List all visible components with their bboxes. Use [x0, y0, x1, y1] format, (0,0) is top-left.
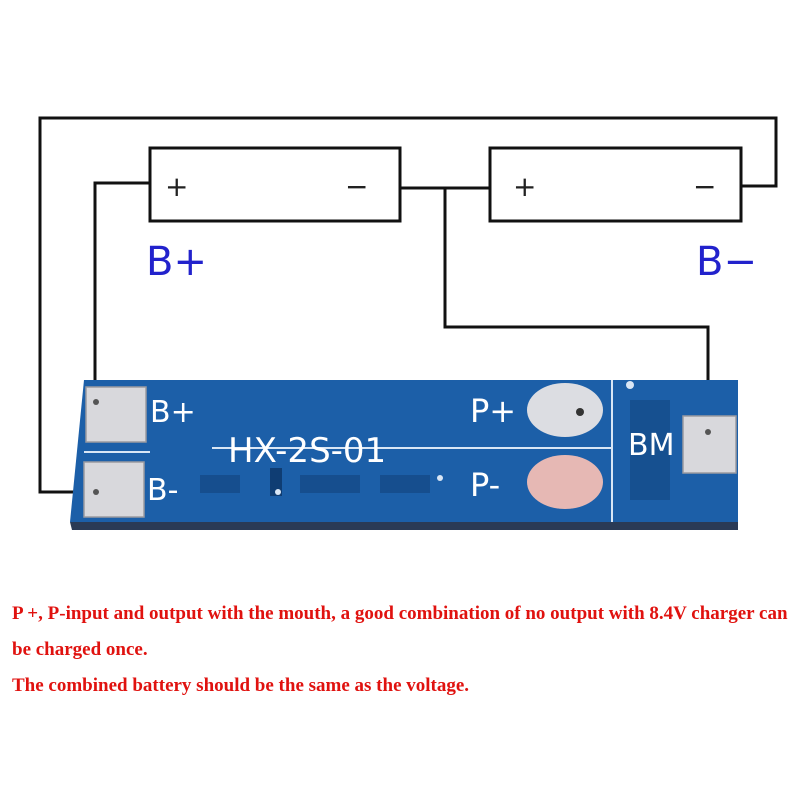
pad-bm: [682, 415, 737, 474]
pad-bplus: [85, 386, 147, 443]
wires: [38, 116, 778, 494]
cell-2-minus-sign: −: [693, 170, 716, 203]
pad-bminus: [83, 461, 145, 518]
board-model-label: HX-2S-01: [228, 431, 386, 471]
cell-1-plus-sign: +: [165, 170, 188, 203]
battery-cell-1: + −: [148, 146, 402, 223]
pad-pplus: [527, 383, 603, 437]
note-line-2: The combined battery should be the same …: [12, 675, 470, 696]
wire-bplus: [93, 181, 150, 402]
battery-negative-label: B−: [696, 239, 757, 285]
wire-bminus: [38, 116, 778, 494]
wire-bm: [443, 188, 710, 430]
battery-cell-2: + −: [488, 146, 743, 223]
cell-1-minus-sign: −: [345, 170, 368, 203]
pad-pminus-label: P-: [470, 466, 500, 504]
pad-bm-label: BM: [628, 428, 674, 463]
pad-bplus-label: B+: [150, 395, 196, 430]
note-line-1: P +, P-input and output with the mouth, …: [12, 603, 788, 660]
pad-pplus-label: P+: [470, 392, 516, 430]
description-notes: P +, P-input and output with the mouth, …: [12, 596, 792, 704]
wiring-diagram: + − + − B+ B− B+ B- P+ P-: [38, 116, 778, 530]
pad-pminus: [527, 455, 603, 509]
battery-positive-label: B+: [146, 239, 207, 285]
pad-bminus-label: B-: [147, 473, 178, 508]
cell-2-plus-sign: +: [513, 170, 536, 203]
